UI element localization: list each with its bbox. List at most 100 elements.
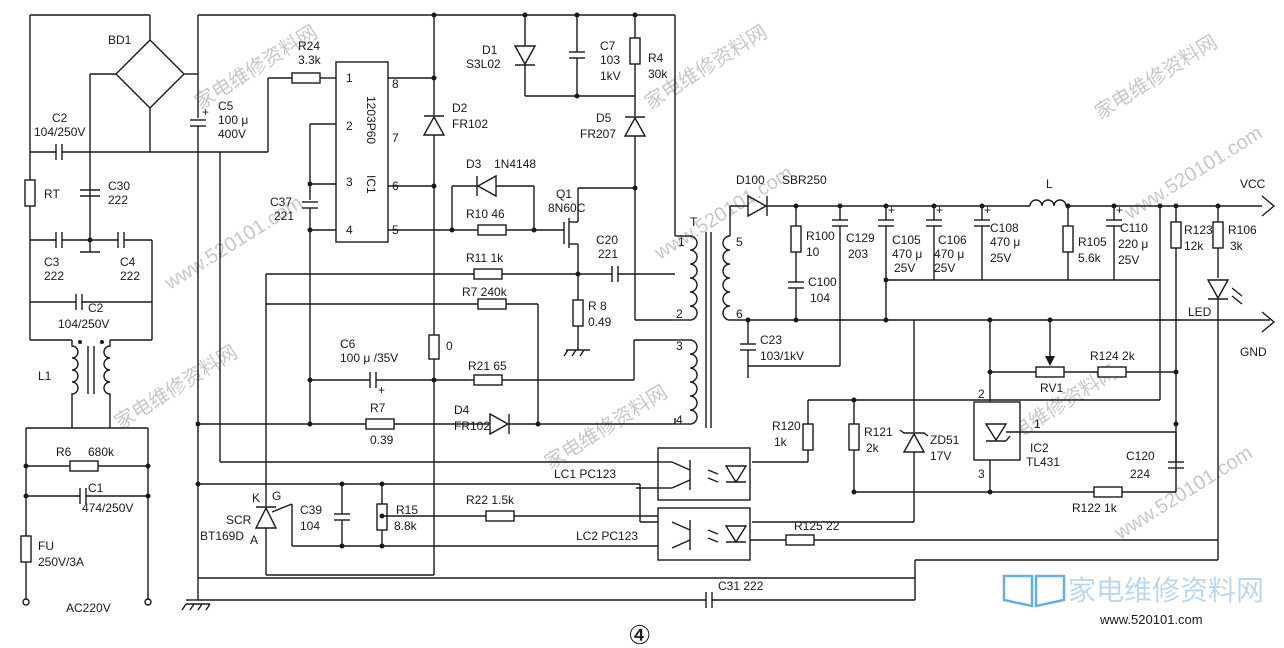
t-pin4: 4 (676, 413, 683, 427)
t-pin2: 2 (676, 307, 683, 321)
zd51-zener (902, 432, 926, 453)
r122-label: R122 1k (1072, 501, 1118, 515)
r22-resistor (485, 510, 515, 522)
q1-value: 8N60C (548, 201, 586, 215)
d4-name: D4 (454, 403, 470, 417)
l1-label: L1 (38, 369, 52, 383)
c20-name: C20 (596, 233, 618, 247)
q1-name: Q1 (556, 187, 572, 201)
r6-resistor (69, 460, 99, 472)
c30-value: 222 (108, 193, 128, 207)
c7-name: C7 (600, 39, 616, 53)
d2-name: D2 (452, 101, 468, 115)
c110-value2: 25V (1118, 253, 1139, 267)
scr-a-pin: A (250, 533, 258, 547)
watermark-url: www.520101.com (650, 162, 796, 265)
r100-value: 10 (806, 245, 820, 259)
c23-value: 103/1kV (760, 349, 804, 363)
c20-value: 221 (598, 247, 618, 261)
t-label: T (690, 215, 698, 229)
r4-resistor (629, 37, 641, 65)
bd1-label: BD1 (108, 33, 132, 47)
r11-label: R11 1k (466, 251, 504, 265)
c7-value1: 103 (600, 53, 620, 67)
ic1-pin3: 3 (346, 175, 353, 189)
led-diode (1206, 279, 1230, 300)
r124-resistor (1097, 366, 1127, 378)
primary-bulk: + C5 100 μ 400V (181, 14, 915, 611)
c1-value: 474/250V (82, 501, 133, 515)
r4-name: R4 (648, 51, 664, 65)
r10-resistor (477, 224, 507, 236)
rt-label: RT (44, 187, 60, 201)
r100-resistor (790, 225, 802, 253)
r24-name: R24 (298, 39, 320, 53)
r120-name: R120 (772, 419, 801, 433)
r4-value: 30k (648, 67, 668, 81)
r15-name: R15 (396, 503, 418, 517)
lc2-optocoupler (657, 507, 751, 561)
t-pin6: 6 (736, 307, 743, 321)
t-pin5: 5 (736, 235, 743, 249)
c108-plus: + (984, 203, 991, 217)
c110-name: C110 (1120, 221, 1148, 235)
watermark-chinese: 家电维修资料网 (190, 21, 321, 115)
r123-name: R123 (1184, 223, 1213, 237)
feedback-loop: RV1 R124 2k 2 1 3 IC2 TL431 R122 1k C120… (752, 280, 1184, 523)
watermark-chinese: 家电维修资料网 (1090, 31, 1221, 125)
r10-label: R10 46 (466, 207, 505, 221)
c120-name: C120 (1126, 449, 1155, 463)
r122-resistor (1093, 486, 1123, 498)
fuse (20, 535, 32, 563)
c108-value1: 470 μ (990, 235, 1020, 249)
c5-plus: + (202, 105, 209, 119)
logo-url: www.520101.com (1099, 612, 1203, 627)
c106-plus: + (936, 203, 943, 217)
lc1-label: LC1 PC123 (554, 467, 616, 481)
vcc-label: VCC (1240, 177, 1266, 191)
gnd-label: GND (1240, 345, 1267, 359)
r6-value: 680k (88, 445, 115, 459)
watermark-url: www.520101.com (1120, 122, 1266, 225)
r24-value: 3.3k (298, 53, 322, 67)
mosfet-drive: D3 1N4148 R10 46 Q1 8N60C C20 221 R11 1k (266, 157, 675, 424)
c2-value: 104/250V (34, 125, 85, 139)
c129-value: 203 (848, 247, 868, 261)
c1-name: C1 (88, 481, 104, 495)
r7b-resistor (365, 418, 395, 430)
c105-value2: 25V (894, 261, 915, 275)
r21-label: R21 65 (468, 359, 507, 373)
secondary-output: D100 SBR250 R100 10 C100 104 C129 203 C2… (736, 173, 1276, 560)
r8-value: 0.49 (588, 315, 612, 329)
r0-resistor (428, 334, 440, 360)
lc2-label: LC2 PC123 (576, 529, 638, 543)
c5-value1: 100 μ (218, 113, 248, 127)
r106-name: R106 (1228, 223, 1257, 237)
c105-plus: + (888, 203, 895, 217)
d3-value: 1N4148 (494, 157, 536, 171)
ic2-pin3: 3 (978, 467, 985, 481)
d4-value: FR102 (454, 419, 490, 433)
r106-value: 3k (1230, 239, 1244, 253)
d2-value: FR102 (452, 117, 488, 131)
site-logo: 家电维修资料网 www.520101.com (1002, 574, 1264, 627)
c110-plus: + (1116, 203, 1123, 217)
c31-label: C31 222 (718, 579, 764, 593)
r6-name: R6 (56, 445, 72, 459)
ic2-tl431 (973, 401, 1021, 461)
d4-diode (489, 412, 510, 436)
ac-label: AC220V (66, 601, 111, 615)
r7b-value: 0.39 (370, 433, 394, 447)
led-label: LED (1188, 305, 1212, 319)
c3-value: 222 (44, 269, 64, 283)
d1-value: S3L02 (466, 57, 501, 71)
c2b-value: 104/250V (58, 317, 109, 331)
c6-plus: + (378, 383, 385, 397)
zd51-name: ZD51 (930, 433, 960, 447)
r121-name: R121 (864, 425, 893, 439)
l-label: L (1046, 177, 1053, 191)
l-inductor (1029, 199, 1067, 207)
optocouplers: LC1 PC123 LC2 PC123 R125 22 (219, 152, 1218, 561)
r8-name: R 8 (588, 299, 607, 313)
